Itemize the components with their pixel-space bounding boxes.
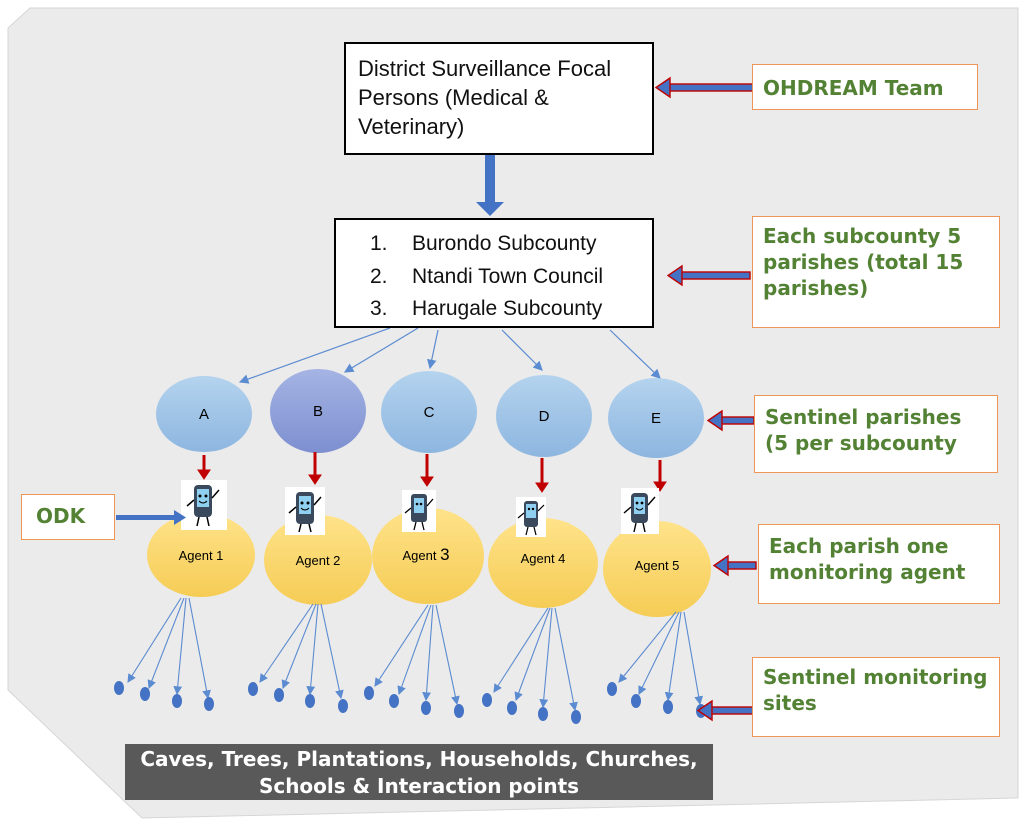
- smartphone-icon: [285, 487, 325, 535]
- agent-ovals: [147, 508, 711, 617]
- each-subcounty-text: Each subcounty 5 parishes (total 15 pari…: [763, 224, 964, 300]
- agent-oval-3: [372, 508, 484, 604]
- parish-oval-d: [496, 375, 592, 457]
- smartphone-icon: [402, 490, 436, 532]
- parish-label-b: B: [313, 403, 323, 420]
- arrow-sentinel-sites: [696, 699, 755, 722]
- parish-oval-a: [156, 376, 252, 452]
- smartphone-icon: [181, 480, 227, 530]
- odk-label: ODK: [21, 494, 115, 540]
- ohdream-team-label: OHDREAM Team: [752, 64, 978, 110]
- side-label-arrows: [654, 76, 757, 722]
- parish-to-agent-arrows: [197, 452, 667, 493]
- agent-label-1: Agent 1: [179, 548, 224, 563]
- site-types-banner: Caves, Trees, Plantations, Households, C…: [125, 744, 713, 800]
- odk-text: ODK: [36, 504, 86, 528]
- odk-arrow: [116, 510, 186, 525]
- sentinel-parishes-text: Sentinel parishes (5 per subcounty: [765, 405, 962, 455]
- arrow-each-parish: [712, 554, 757, 577]
- parish-ovals: [156, 369, 704, 458]
- sentinel-parishes-label: Sentinel parishes (5 per subcounty: [754, 395, 998, 473]
- subcounty-list-box: 1. Burondo Subcounty 2. Ntandi Town Counci…: [334, 218, 654, 328]
- parish-oval-c: [381, 371, 477, 453]
- sentinel-sites-text: Sentinel monitoring sites: [763, 665, 988, 715]
- phone-icons: [181, 480, 659, 537]
- subcounty-item: 2. Ntandi Town Council: [370, 261, 652, 294]
- parish-label-a: A: [199, 406, 209, 423]
- parish-label-c: C: [424, 404, 435, 421]
- subcounty-item: 1. Burondo Subcounty: [370, 228, 652, 261]
- agent-label-2: Agent 2: [296, 553, 341, 568]
- smartphone-icon: [516, 497, 546, 537]
- subcounty-number: 1.: [370, 232, 388, 255]
- agent-to-site-arrows: [127, 597, 704, 712]
- subcounty-to-parish-arrows: [238, 327, 661, 384]
- district-focal-persons-box: District Surveillance Focal Persons (Med…: [344, 42, 654, 155]
- subcounty-list: 1. Burondo Subcounty 2. Ntandi Town Counci…: [370, 228, 652, 326]
- agent-oval-2: [264, 515, 372, 605]
- agent-label-4: Agent 4: [521, 551, 566, 566]
- main-down-arrow: [476, 154, 504, 216]
- agent-oval-1: [147, 513, 255, 597]
- arrow-each-subcounty: [666, 264, 751, 287]
- each-parish-agent-label: Each parish one monitoring agent: [758, 524, 1000, 604]
- parish-oval-e: [608, 378, 704, 458]
- parish-oval-b: [270, 369, 366, 453]
- each-subcounty-label: Each subcounty 5 parishes (total 15 pari…: [752, 216, 1000, 328]
- site-types-text: Caves, Trees, Plantations, Households, C…: [140, 747, 698, 798]
- subcounty-label: Ntandi Town Council: [412, 264, 604, 288]
- each-parish-agent-text: Each parish one monitoring agent: [769, 534, 966, 584]
- subcounty-label: Harugale Subcounty: [412, 297, 603, 321]
- subcounty-item: 3. Harugale Subcounty: [370, 293, 652, 326]
- subcounty-number: 3.: [370, 297, 388, 321]
- district-focal-persons-text: District Surveillance Focal Persons (Med…: [358, 56, 612, 140]
- smartphone-icon: [621, 488, 659, 534]
- agent-label-3: Agent 3: [402, 545, 449, 564]
- parish-label-d: D: [539, 408, 550, 425]
- parish-label-e: E: [651, 410, 661, 427]
- agent-oval-4: [488, 518, 598, 608]
- agent-oval-5: [603, 521, 711, 617]
- subcounty-number: 2.: [370, 264, 388, 288]
- agent-label-5: Agent 5: [635, 558, 680, 573]
- ohdream-team-text: OHDREAM Team: [763, 76, 944, 100]
- sentinel-sites-label: Sentinel monitoring sites: [752, 657, 1000, 737]
- subcounty-label: Burondo Subcounty: [412, 232, 597, 255]
- site-dots: [114, 681, 706, 724]
